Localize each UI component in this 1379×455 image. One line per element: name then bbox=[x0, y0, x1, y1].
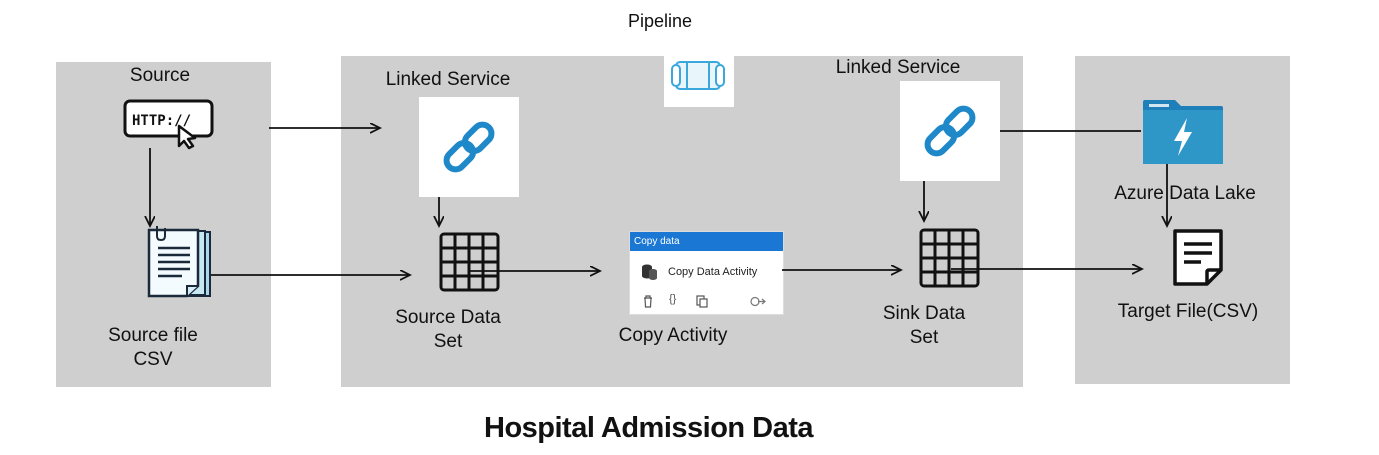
delete-icon[interactable] bbox=[642, 295, 654, 308]
copy-data-card[interactable]: Copy data Copy Data Activity {} bbox=[629, 231, 784, 315]
source-file-label-line1: Source file bbox=[108, 325, 198, 346]
document-icon bbox=[147, 226, 211, 298]
azure-data-lake-icon bbox=[1143, 100, 1223, 164]
target-file-label: Target File(CSV) bbox=[1117, 301, 1259, 322]
source-file-label-line2: CSV bbox=[133, 349, 173, 370]
copy-card-header: Copy data bbox=[630, 232, 783, 251]
azure-data-lake-label: Azure Data Lake bbox=[1114, 183, 1256, 204]
source-file-label: Source file CSV bbox=[83, 324, 223, 372]
pipeline-icon bbox=[671, 61, 725, 90]
sink-dataset-label-line2: Set bbox=[909, 327, 939, 348]
clone-icon[interactable] bbox=[696, 295, 708, 308]
source-table-icon bbox=[439, 232, 500, 292]
pipeline-label: Pipeline bbox=[627, 11, 693, 31]
source-dataset-label: Source Data Set bbox=[378, 306, 518, 354]
linked-service-right-label: Linked Service bbox=[835, 57, 961, 78]
source-dataset-label-line2: Set bbox=[433, 331, 463, 352]
code-icon[interactable]: {} bbox=[669, 293, 677, 305]
copy-activity-label: Copy Activity bbox=[618, 325, 728, 346]
sink-table-icon bbox=[919, 228, 980, 288]
linked-service-right-box bbox=[900, 81, 1000, 181]
pipeline-icon-box bbox=[664, 52, 734, 107]
linked-service-left-label: Linked Service bbox=[385, 69, 511, 90]
link-icon bbox=[443, 121, 495, 173]
copy-card-activity: Copy Data Activity bbox=[668, 266, 758, 278]
target-file-icon bbox=[1173, 229, 1223, 286]
source-dataset-label-line1: Source Data bbox=[395, 307, 501, 328]
footer-title: Hospital Admission Data bbox=[484, 412, 814, 444]
sink-dataset-label: Sink Data Set bbox=[856, 302, 992, 350]
link-icon bbox=[924, 105, 976, 157]
linked-service-left-box bbox=[419, 97, 519, 197]
http-text: HTTP:// bbox=[132, 113, 191, 129]
sink-dataset-label-line1: Sink Data bbox=[882, 303, 966, 324]
output-arrow-icon[interactable] bbox=[750, 296, 766, 307]
http-icon: HTTP:// bbox=[123, 99, 214, 150]
source-label: Source bbox=[129, 65, 191, 86]
database-icon bbox=[642, 264, 657, 280]
